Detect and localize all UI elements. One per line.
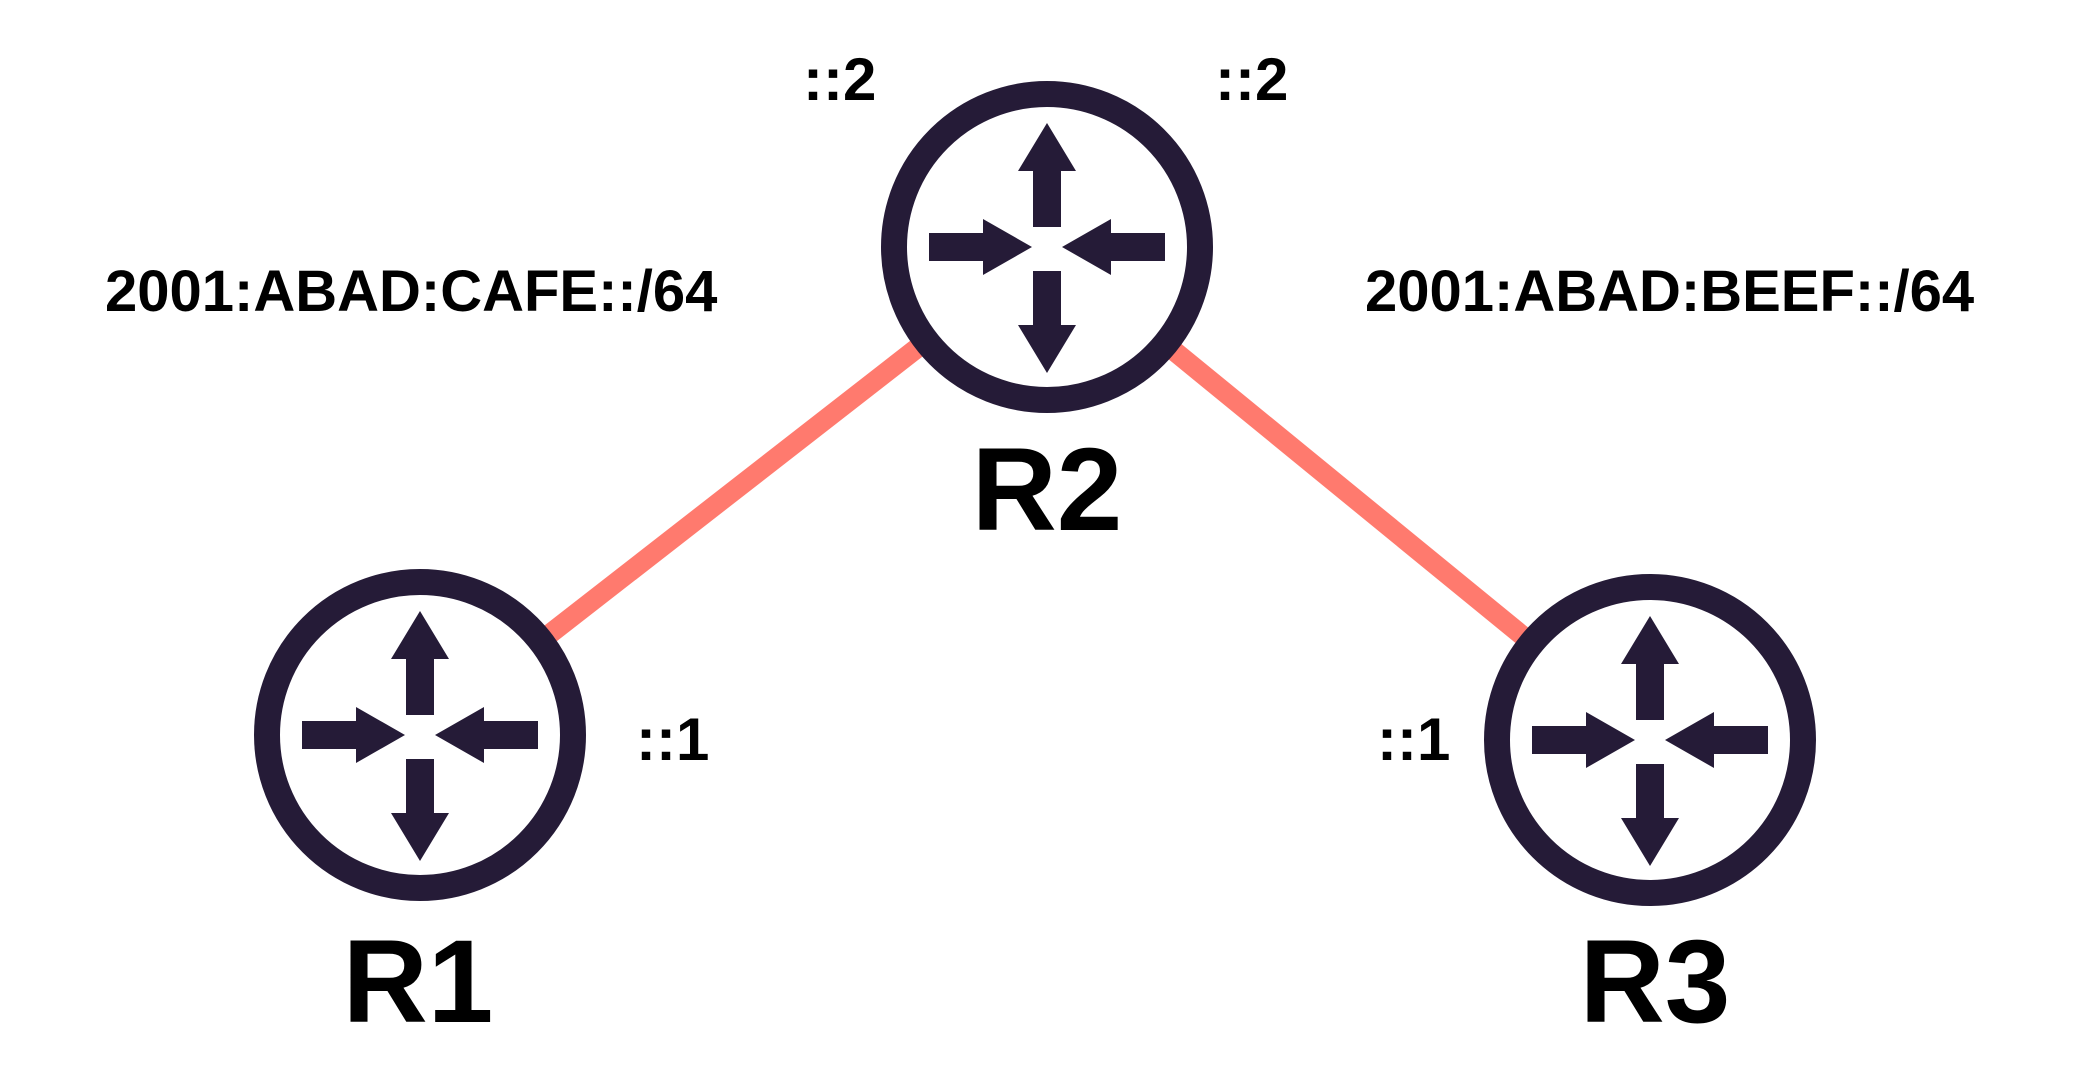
- router-icon: [894, 94, 1200, 400]
- addr-r2-beef: ::2: [1215, 46, 1288, 113]
- addr-r2-cafe: ::2: [803, 46, 876, 113]
- router-r3[interactable]: [1497, 587, 1803, 893]
- router-icon: [1497, 587, 1803, 893]
- router-r1[interactable]: [267, 582, 573, 888]
- router-name-r1: R1: [343, 916, 494, 1048]
- router-icon: [267, 582, 573, 888]
- network-label-beef: 2001:ABAD:BEEF::/64: [1365, 259, 1974, 324]
- router-name-r2: R2: [972, 424, 1123, 556]
- addr-r3: ::1: [1377, 706, 1450, 773]
- router-r2[interactable]: [894, 94, 1200, 400]
- network-label-cafe: 2001:ABAD:CAFE::/64: [105, 259, 717, 324]
- addr-r1: ::1: [636, 706, 709, 773]
- router-name-r3: R3: [1580, 916, 1731, 1048]
